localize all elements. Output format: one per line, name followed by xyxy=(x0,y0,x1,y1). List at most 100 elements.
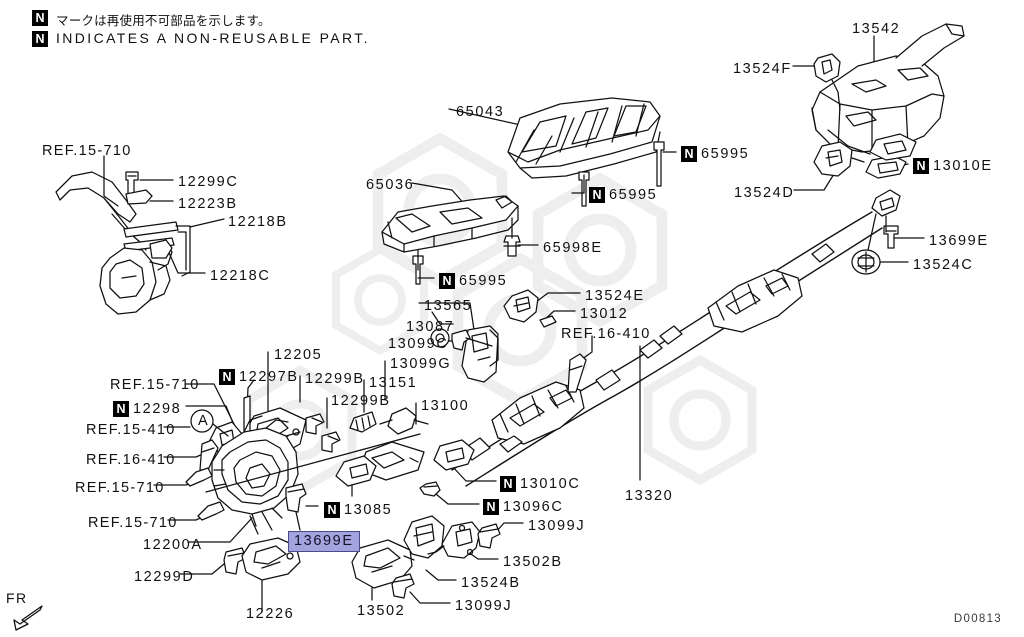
part-label-65036[interactable]: 65036 xyxy=(366,177,415,193)
circle-ref-a xyxy=(190,409,214,433)
part-12218c-connector xyxy=(149,239,173,259)
part-label-ref-15-710[interactable]: REF.15-710 xyxy=(88,515,178,531)
part-label-ref-16-410[interactable]: REF.16-410 xyxy=(561,326,651,342)
non-reusable-badge: N xyxy=(113,401,129,417)
part-13524f-hanger xyxy=(813,53,841,83)
part-label-13524b[interactable]: 13524B xyxy=(461,575,521,591)
leader-12218c xyxy=(165,245,206,274)
part-label-13099g[interactable]: 13099G xyxy=(390,356,452,372)
part-label-ref-15-710[interactable]: REF.15-710 xyxy=(110,377,200,393)
part-label-13099j[interactable]: 13099J xyxy=(528,518,586,534)
part-label-65995[interactable]: 65995 xyxy=(609,187,658,203)
reference-circle-label: A xyxy=(198,413,208,429)
part-label-13010e[interactable]: 13010E xyxy=(933,158,993,174)
part-label-65995[interactable]: 65995 xyxy=(459,273,508,289)
orientation-marker-label: FR xyxy=(6,590,28,606)
part-13010c-gasket xyxy=(433,439,475,471)
part-label-13087[interactable]: 13087 xyxy=(406,319,455,335)
part-label-65995[interactable]: 65995 xyxy=(701,146,750,162)
part-12226-bracket xyxy=(241,537,301,581)
leader-12200a xyxy=(187,517,253,543)
part-label-ref-15-710[interactable]: REF.15-710 xyxy=(42,143,132,159)
part-label-13010c[interactable]: 13010C xyxy=(520,476,581,492)
part-label-13524e[interactable]: 13524E xyxy=(585,288,645,304)
leader-12218b xyxy=(189,218,225,228)
part-tailpipe xyxy=(895,23,965,67)
part-label-65998e[interactable]: 65998E xyxy=(543,240,603,256)
part-ref15710-bolt-b xyxy=(185,467,213,487)
part-label-13502[interactable]: 13502 xyxy=(357,603,406,619)
part-13524e-hanger xyxy=(503,289,539,323)
part-label-13699e[interactable]: 13699E xyxy=(929,233,989,249)
part-label-13012[interactable]: 13012 xyxy=(580,306,629,322)
part-label-12299b[interactable]: 12299B xyxy=(331,393,391,409)
part-label-12299d[interactable]: 12299D xyxy=(134,569,195,585)
part-label-ref-15-710[interactable]: REF.15-710 xyxy=(75,480,165,496)
part-13099c-bolt xyxy=(451,329,471,351)
part-label-ref-15-410[interactable]: REF.15-410 xyxy=(86,422,176,438)
leader-13524d xyxy=(793,173,835,191)
part-12218b-pipe xyxy=(123,221,179,238)
part-label-13096c[interactable]: 13096C xyxy=(503,499,564,515)
part-label-12299c[interactable]: 12299C xyxy=(178,174,239,190)
part-ref15710-bolt-c xyxy=(197,501,225,521)
part-13099j-bolt-a xyxy=(477,523,501,549)
part-label-13100[interactable]: 13100 xyxy=(421,398,470,414)
part-label-13320[interactable]: 13320 xyxy=(625,488,674,504)
part-label-12200a[interactable]: 12200A xyxy=(143,537,203,553)
part-65995-bolt-a xyxy=(653,141,665,187)
part-13524b-hanger xyxy=(403,515,445,559)
part-13502b-bracket xyxy=(441,521,481,559)
part-label-12297b[interactable]: 12297B xyxy=(239,369,299,385)
part-label-13502b[interactable]: 13502B xyxy=(503,554,563,570)
part-pipe-coupling-a xyxy=(639,339,663,359)
part-label-12226[interactable]: 12226 xyxy=(246,606,295,622)
part-o2-sensor-ref16410 xyxy=(567,353,587,393)
part-label-13542[interactable]: 13542 xyxy=(852,21,901,37)
part-label-65043[interactable]: 65043 xyxy=(456,104,505,120)
leader-13099j-b xyxy=(409,591,451,604)
selected-part-highlight[interactable]: 13699E xyxy=(288,531,360,552)
leader-13699e-highlight xyxy=(295,511,301,531)
non-reusable-badge: N xyxy=(439,273,455,289)
legend-badge-en: N xyxy=(32,31,48,47)
part-engine-body-upper xyxy=(99,247,157,315)
part-label-13099c[interactable]: 13099C xyxy=(388,336,449,352)
part-label-13099j[interactable]: 13099J xyxy=(455,598,513,614)
part-label-12299b[interactable]: 12299B xyxy=(305,371,365,387)
part-label-13699e[interactable]: 13699E xyxy=(288,531,360,552)
leader-13565 xyxy=(418,302,475,331)
part-label-ref-16-410[interactable]: REF.16-410 xyxy=(86,452,176,468)
part-pipe-hanger xyxy=(871,189,901,217)
part-pipe-coupling-b xyxy=(811,243,835,263)
leader-13096c xyxy=(435,493,480,505)
part-label-13085[interactable]: 13085 xyxy=(344,502,393,518)
legend-text-english: INDICATES A NON-REUSABLE PART. xyxy=(56,30,370,46)
part-label-13524d[interactable]: 13524D xyxy=(734,185,795,201)
part-label-12223b[interactable]: 12223B xyxy=(178,196,238,212)
part-13699e-bolt-highlighted xyxy=(285,483,307,513)
part-label-12218c[interactable]: 12218C xyxy=(210,268,271,284)
part-13524d-hanger xyxy=(813,141,853,177)
non-reusable-badge: N xyxy=(500,476,516,492)
part-label-12298[interactable]: 12298 xyxy=(133,401,182,417)
fr-direction-arrow xyxy=(13,605,43,631)
part-label-13524c[interactable]: 13524C xyxy=(913,257,974,273)
legend-badge-jp: N xyxy=(32,10,48,26)
part-flange-muffler xyxy=(869,133,917,161)
non-reusable-badge: N xyxy=(324,502,340,518)
part-label-13524f[interactable]: 13524F xyxy=(733,61,792,77)
leader-13010c xyxy=(451,465,497,482)
non-reusable-badge: N xyxy=(219,369,235,385)
part-13087-washer xyxy=(430,328,450,348)
part-label-12205[interactable]: 12205 xyxy=(274,347,323,363)
part-bracket-ref15710 xyxy=(55,171,137,223)
non-reusable-badge: N xyxy=(483,499,499,515)
leader-section-line xyxy=(205,433,421,493)
part-label-13151[interactable]: 13151 xyxy=(369,375,418,391)
part-label-12218b[interactable]: 12218B xyxy=(228,214,288,230)
non-reusable-badge: N xyxy=(681,146,697,162)
part-label-13565[interactable]: 13565 xyxy=(424,298,473,314)
